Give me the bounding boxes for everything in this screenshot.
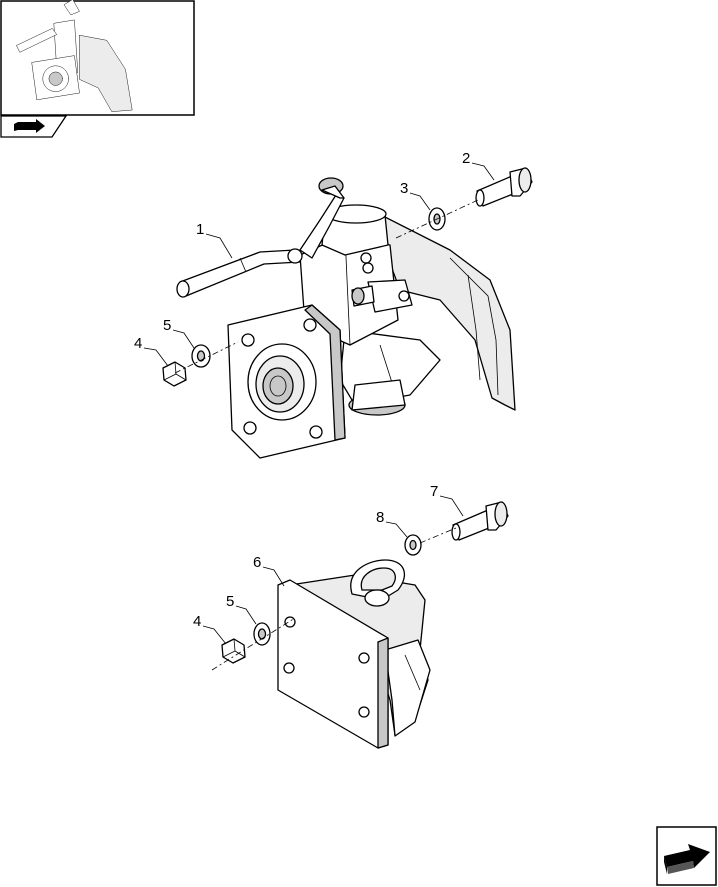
callout-3: 3 bbox=[400, 180, 431, 211]
svg-text:1: 1 bbox=[196, 221, 204, 238]
bolt-bottom bbox=[451, 501, 509, 541]
svg-text:8: 8 bbox=[376, 509, 384, 526]
washer-bottom bbox=[404, 534, 422, 556]
axis-line-bottom-right bbox=[419, 527, 457, 544]
svg-text:6: 6 bbox=[253, 554, 261, 571]
callout-5-bottom: 5 bbox=[226, 593, 257, 625]
pin-hitch-assembly bbox=[176, 177, 516, 459]
callout-2: 2 bbox=[462, 150, 495, 181]
callout-4-bottom: 4 bbox=[193, 613, 227, 645]
washer-left-top bbox=[191, 344, 211, 368]
thumbnail-inset bbox=[0, 0, 195, 116]
nut-left-top bbox=[162, 361, 187, 387]
nut-left-bottom bbox=[221, 638, 246, 664]
axis-line-top-left bbox=[174, 341, 239, 374]
svg-text:2: 2 bbox=[462, 150, 470, 167]
callout-5-top: 5 bbox=[163, 317, 195, 349]
svg-text:5: 5 bbox=[226, 593, 234, 610]
book-arrow-icon bbox=[0, 115, 68, 138]
callout-8: 8 bbox=[376, 509, 408, 538]
callout-1: 1 bbox=[196, 221, 233, 259]
svg-text:4: 4 bbox=[193, 613, 201, 630]
callout-6: 6 bbox=[253, 554, 285, 587]
axis-line-top-right bbox=[395, 199, 479, 239]
svg-text:4: 4 bbox=[134, 335, 142, 352]
tow-plate-assembly bbox=[277, 559, 431, 749]
svg-text:5: 5 bbox=[163, 317, 171, 334]
svg-text:7: 7 bbox=[430, 483, 438, 500]
callout-7: 7 bbox=[430, 483, 464, 517]
callout-4-top: 4 bbox=[134, 335, 169, 367]
washer-left-bottom bbox=[253, 622, 271, 646]
svg-text:3: 3 bbox=[400, 180, 408, 197]
next-arrow-icon[interactable] bbox=[656, 826, 717, 886]
axis-line-bottom-left bbox=[211, 617, 296, 671]
bolt-top bbox=[475, 167, 533, 207]
